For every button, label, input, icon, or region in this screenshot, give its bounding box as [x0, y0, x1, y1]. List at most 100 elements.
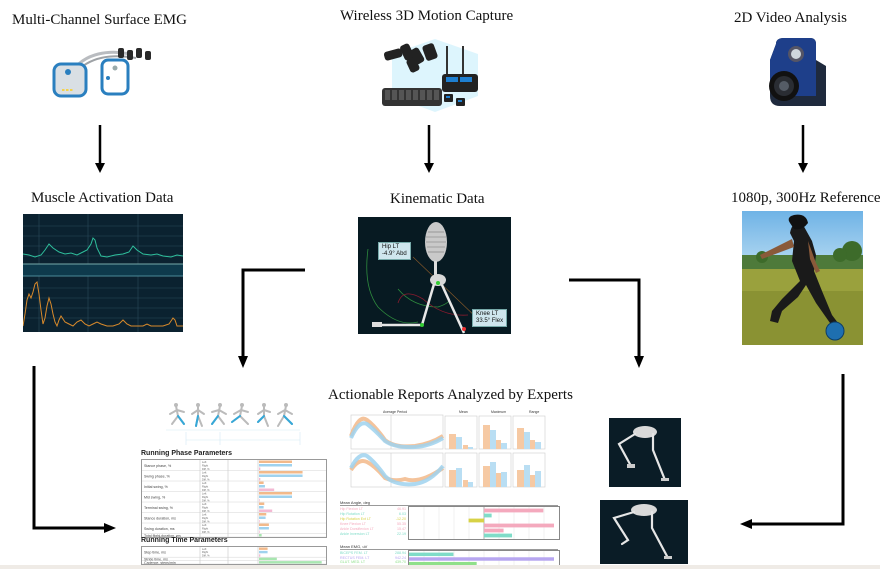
sub-label: Left	[202, 481, 207, 485]
knee-joint-name: Knee LT	[476, 311, 499, 317]
metric-label: Hip Rotation LT	[340, 512, 365, 516]
average-period-charts: Average Period Mean Maximum Range	[345, 410, 565, 490]
motion-capture-source-title: Wireless 3D Motion Capture	[340, 8, 514, 24]
parameter-bar	[259, 523, 269, 526]
parameter-bar	[259, 509, 273, 512]
running-phase-title: Running Phase Parameters	[141, 450, 233, 457]
parameter-bar	[259, 527, 269, 530]
arrow-video-down	[798, 125, 808, 173]
metric-bar	[484, 508, 544, 513]
range-bar-title: Range	[529, 410, 540, 414]
video-reference-title: 1080p, 300Hz Reference	[731, 190, 880, 206]
average-period-title: Average Period	[383, 410, 408, 414]
mean-emg-bars	[409, 551, 554, 567]
arrow-emg-to-report	[32, 366, 116, 533]
metric-bar	[409, 552, 454, 557]
metric-value: 6.03	[399, 512, 406, 516]
emg-device-image	[50, 42, 160, 102]
metric-label: RECTUS FEM. LT	[340, 555, 370, 560]
sub-label: Right	[202, 505, 208, 509]
metric-label: Knee Flexion LT	[340, 522, 366, 526]
sub-label: Left	[202, 470, 207, 474]
hip-angle-label: Hip LT -4.9° Abd	[378, 242, 411, 260]
mean-bar-title: Mean	[459, 410, 468, 414]
reports-title: Actionable Reports Analyzed by Experts	[328, 387, 573, 403]
running-phase-figures	[160, 402, 305, 447]
parameter-bar	[259, 520, 260, 523]
hip-joint-value: -4.9° Abd	[382, 251, 407, 257]
mean-emg-title: Mean EMG, uV	[340, 544, 558, 550]
mean-angle-title: Mean Angle, deg	[340, 500, 558, 506]
parameter-bar	[259, 492, 292, 495]
sub-label: Diff, %	[202, 519, 210, 523]
parameter-bar	[259, 516, 266, 519]
knee-joint-value: 33.5° Flex	[476, 318, 504, 324]
sub-label: Left	[202, 460, 207, 464]
metric-label: Ankle Dorsiflexion LT	[340, 527, 374, 531]
metric-label: BICEPS FEM. LT	[340, 551, 368, 555]
parameter-bar	[259, 502, 265, 505]
sub-label: Left	[202, 491, 207, 495]
sub-label: Left	[202, 502, 207, 506]
parameter-bar	[259, 557, 277, 561]
metric-label: GLUT. MED. LT	[340, 560, 366, 565]
sub-label: Diff, %	[202, 467, 210, 471]
row-label: Terminal swing, %	[144, 506, 174, 510]
metric-bar	[484, 528, 504, 533]
kinematic-data-title: Kinematic Data	[390, 191, 485, 207]
arrow-emg-down	[95, 125, 105, 173]
running-time-title: Running Time Parameters	[141, 537, 228, 544]
metric-bar	[484, 523, 554, 528]
sub-label: Left	[202, 512, 207, 516]
row-label: Total flight duration, ms	[144, 534, 181, 537]
metric-bar	[409, 557, 554, 561]
parameter-bar	[259, 471, 303, 474]
arrow-kinematic-to-skeleton	[569, 278, 644, 368]
row-label: Stride time, ms	[144, 557, 168, 561]
video-source-title: 2D Video Analysis	[734, 10, 847, 26]
row-label: Initial swing, %	[144, 485, 169, 489]
metric-bar	[484, 533, 513, 538]
metric-value: -12.20	[395, 517, 406, 521]
metric-value: 15.47	[397, 527, 406, 531]
parameter-bar	[259, 474, 303, 477]
row-label: Stance duration, ms	[144, 516, 176, 520]
parameter-bar	[259, 561, 322, 564]
parameter-bar	[259, 499, 260, 502]
sub-label: Right	[202, 550, 208, 554]
maximum-bar-title: Maximum	[491, 410, 507, 414]
sub-label: Diff, %	[202, 498, 210, 502]
mean-angle-bars-frame	[408, 506, 560, 540]
sub-label: Right	[202, 495, 208, 499]
metric-value: 22.19	[397, 532, 406, 536]
sub-label: Right	[202, 463, 208, 467]
sub-label: Diff, %	[202, 554, 210, 558]
metric-value: 46.91	[397, 507, 406, 511]
sub-label: Right	[202, 516, 208, 520]
muscle-activation-title: Muscle Activation Data	[31, 190, 174, 206]
sub-label: Diff, %	[202, 530, 210, 534]
parameter-bar	[259, 478, 261, 481]
metric-value: 942.24	[395, 555, 406, 560]
metric-bar	[484, 513, 492, 518]
sub-label: Right	[202, 526, 208, 530]
parameter-bar	[259, 488, 275, 491]
row-label: Cadence, steps/min	[144, 561, 176, 564]
parameter-bar	[259, 464, 292, 467]
parameter-bar	[259, 513, 267, 516]
metric-bar	[468, 518, 484, 523]
parameter-bar	[259, 481, 264, 484]
parameter-bar	[259, 554, 261, 557]
arrow-motion-down	[424, 125, 434, 173]
arrow-video-to-skeleton	[740, 374, 845, 529]
skeleton-view-2	[600, 500, 688, 564]
metric-value: 288.94	[395, 551, 406, 555]
video-camera-image	[762, 36, 828, 114]
row-label: Stance phase, %	[144, 464, 172, 468]
